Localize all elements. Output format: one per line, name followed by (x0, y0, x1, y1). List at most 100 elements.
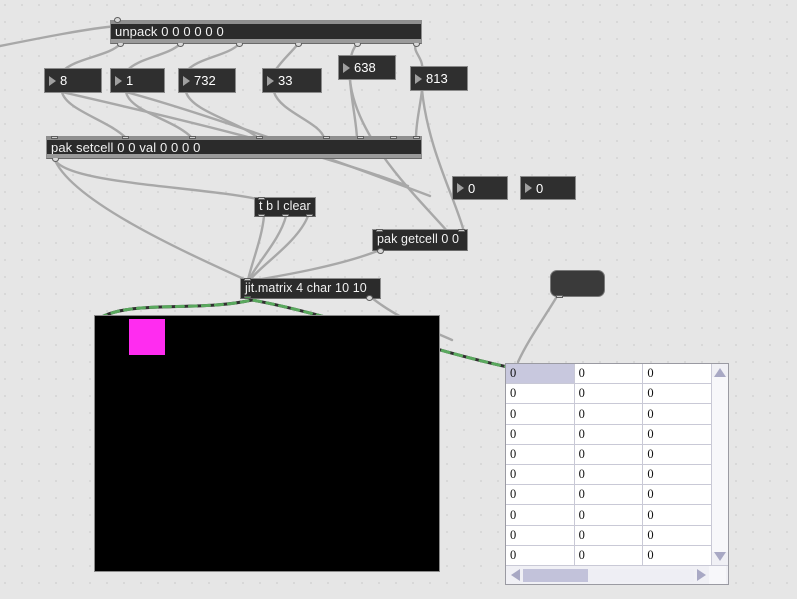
pak-getcell-outlet-0[interactable] (377, 248, 384, 254)
table-cell[interactable]: 0 (574, 404, 644, 424)
pak-setcell-outlet-0[interactable] (52, 156, 59, 162)
table-cell[interactable]: 0 (574, 545, 644, 566)
table-row[interactable]: 0 0 0 (506, 404, 712, 425)
table-cell[interactable]: 0 (643, 505, 712, 525)
unpack-outlet-1[interactable] (177, 41, 184, 47)
vertical-scrollbar[interactable] (711, 364, 728, 565)
table-cell[interactable]: 0 (506, 465, 575, 485)
table-cell[interactable]: 0 (643, 404, 712, 424)
trigger-outlet-1[interactable] (282, 214, 289, 217)
table-cell[interactable]: 0 (574, 505, 644, 525)
table-row[interactable]: 0 0 0 (506, 525, 712, 546)
unpack-outlet-4[interactable] (354, 41, 361, 47)
object-jit-matrix[interactable]: jit.matrix 4 char 10 10 (240, 278, 381, 301)
trigger-outlet-2[interactable] (306, 214, 313, 217)
table-cell[interactable]: 0 (506, 384, 575, 404)
pak-setcell-inlet-3[interactable] (256, 136, 263, 139)
table-cell[interactable]: 0 (574, 364, 644, 384)
horizontal-scroll-thumb[interactable] (523, 568, 588, 582)
pak-setcell-inlet-6[interactable] (390, 136, 397, 139)
table-cell[interactable]: 0 (506, 444, 575, 465)
jit-matrix-inlet-0[interactable] (244, 278, 251, 281)
table-cell[interactable]: 0 (643, 525, 712, 545)
table-cell[interactable]: 0 (506, 505, 575, 525)
table-cell[interactable]: 0 (574, 465, 644, 485)
object-pak-setcell-label: pak setcell 0 0 val 0 0 0 0 (51, 139, 201, 155)
object-trigger[interactable]: t b l clear (254, 197, 316, 217)
pak-setcell-inlet-0[interactable] (51, 136, 58, 139)
table-cell[interactable]: 0 (643, 545, 712, 566)
table-row[interactable]: 0 0 0 (506, 485, 712, 506)
message-outlet-0[interactable] (556, 295, 563, 298)
table-cell[interactable]: 0 (643, 465, 712, 485)
table-row[interactable]: 0 0 0 (506, 505, 712, 526)
trigger-inlet-0[interactable] (258, 197, 265, 200)
unpack-inlet-0[interactable] (114, 17, 121, 23)
pak-setcell-inlet-4[interactable] (323, 136, 330, 139)
pak-setcell-inlet-2[interactable] (189, 136, 196, 139)
table-cell[interactable]: 0 (643, 444, 712, 465)
scroll-up-icon[interactable] (714, 368, 726, 377)
table-cell[interactable]: 0 (506, 485, 575, 505)
horizontal-scrollbar[interactable] (506, 565, 728, 584)
numbox-732[interactable]: 732 (178, 68, 236, 93)
object-unpack[interactable]: unpack 0 0 0 0 0 0 (110, 17, 422, 47)
table-row[interactable]: 0 0 0 (506, 364, 712, 385)
table-row[interactable]: 0 0 0 (506, 424, 712, 445)
jit-pwindow[interactable] (94, 315, 440, 572)
numbox-1[interactable]: 1 (110, 68, 165, 93)
unpack-outlet-3[interactable] (295, 41, 302, 47)
numbox-out-2[interactable]: 0 (520, 176, 576, 200)
jit-matrix-outlet-1[interactable] (366, 295, 373, 301)
horizontal-scroll-track[interactable] (523, 568, 694, 582)
jit-cellblock[interactable]: 0 0 0 0 0 0 0 0 0 0 (505, 363, 729, 585)
jit-matrix-outlet-0[interactable] (244, 296, 251, 299)
trigger-outlet-0[interactable] (258, 214, 265, 217)
pak-getcell-inlet-0[interactable] (376, 229, 383, 232)
numbox-813-value: 813 (426, 71, 448, 86)
table-cell[interactable]: 0 (506, 525, 575, 545)
object-trigger-label: t b l clear (259, 199, 311, 214)
vertical-scroll-track[interactable] (712, 377, 728, 552)
scroll-down-icon[interactable] (714, 552, 726, 561)
table-cell[interactable]: 0 (574, 444, 644, 465)
pak-setcell-inlet-1[interactable] (122, 136, 129, 139)
object-pak-getcell[interactable]: pak getcell 0 0 (372, 229, 468, 254)
table-row[interactable]: 0 0 0 (506, 465, 712, 486)
table-cell[interactable]: 0 (643, 424, 712, 444)
table-cell[interactable]: 0 (506, 364, 575, 384)
scroll-right-icon[interactable] (697, 569, 706, 581)
scroll-left-icon[interactable] (511, 569, 520, 581)
pak-getcell-inlet-1[interactable] (458, 229, 465, 232)
numbox-33[interactable]: 33 (262, 68, 322, 93)
table-cell[interactable]: 0 (574, 525, 644, 545)
table-cell[interactable]: 0 (506, 424, 575, 444)
table-row[interactable]: 0 0 0 (506, 545, 712, 566)
pak-setcell-inlet-5[interactable] (357, 136, 364, 139)
table-cell[interactable]: 0 (574, 424, 644, 444)
unpack-outlet-5[interactable] (413, 41, 420, 47)
cellblock-grid[interactable]: 0 0 0 0 0 0 0 0 0 0 (506, 364, 712, 566)
table-row[interactable]: 0 0 0 (506, 384, 712, 405)
numbox-813[interactable]: 813 (410, 66, 468, 91)
numbox-out-2-value: 0 (536, 180, 544, 196)
table-row[interactable]: 0 0 0 (506, 444, 712, 466)
table-cell[interactable]: 0 (506, 404, 575, 424)
pwindow-highlight-cell (129, 319, 165, 355)
unpack-outlet-2[interactable] (236, 41, 243, 47)
table-cell[interactable]: 0 (643, 384, 712, 404)
table-cell[interactable]: 0 (506, 545, 575, 566)
unpack-outlet-0[interactable] (117, 41, 124, 47)
numbox-out-1[interactable]: 0 (452, 176, 508, 200)
table-cell[interactable]: 0 (643, 485, 712, 505)
numbox-638[interactable]: 638 (338, 55, 396, 80)
object-message-blank[interactable] (550, 270, 605, 298)
numbox-triangle-icon (49, 75, 56, 86)
table-cell[interactable]: 0 (643, 364, 712, 384)
numbox-8[interactable]: 8 (44, 68, 102, 93)
table-cell[interactable]: 0 (574, 485, 644, 505)
table-cell[interactable]: 0 (574, 384, 644, 404)
pak-setcell-inlet-7[interactable] (413, 136, 420, 139)
object-pak-setcell[interactable]: pak setcell 0 0 val 0 0 0 0 (46, 136, 422, 162)
